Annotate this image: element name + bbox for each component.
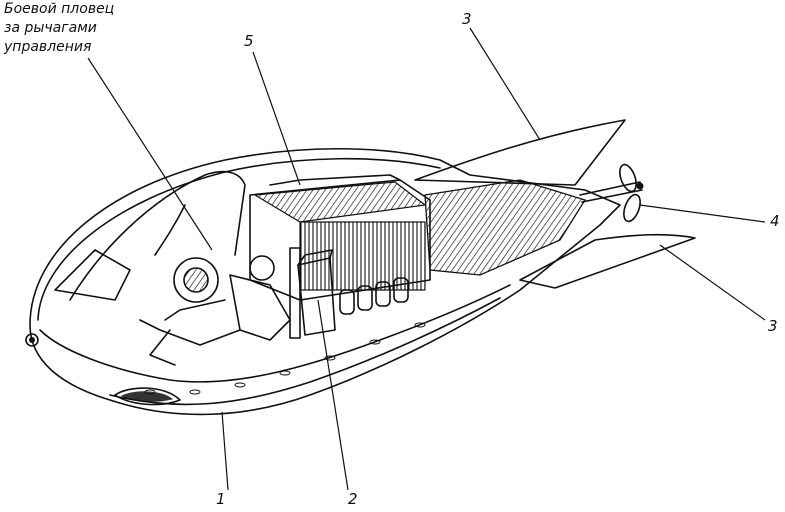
leader-5 [252,51,301,186]
air-cylinders [339,277,409,315]
caption-line-2: за рычагами [4,20,97,36]
upper-fin [414,119,626,186]
diver-caption: Боевой пловец за рычагами управления [4,0,114,57]
diver-figure [139,255,291,366]
leader-1 [221,411,229,491]
hull-vents [144,322,426,395]
leader-3-bottom [659,244,766,321]
hull-lower-band [109,297,501,406]
caption-line-3: управления [4,39,92,55]
propeller [579,163,644,223]
label-hull: 1 [216,490,226,508]
label-battery: 2 [348,490,358,508]
battery-box [289,247,336,339]
label-engine: 5 [244,32,254,50]
caption-line-1: Боевой пловец [4,1,115,17]
leader-caption [87,57,213,251]
leader-3-top [469,27,541,141]
nose-intake [114,387,181,406]
label-propeller: 4 [770,212,780,230]
hull-inner-rim [39,284,511,383]
lower-fin [519,233,696,289]
hull-outline [29,147,621,416]
nose-knob [25,333,39,347]
engine-block [249,174,431,301]
rear-section [424,179,586,276]
leader-2 [317,299,349,491]
canopy-frame [69,170,246,301]
leader-4 [639,204,766,223]
label-fin-bottom: 3 [768,317,778,335]
label-fin-top: 3 [462,10,472,28]
